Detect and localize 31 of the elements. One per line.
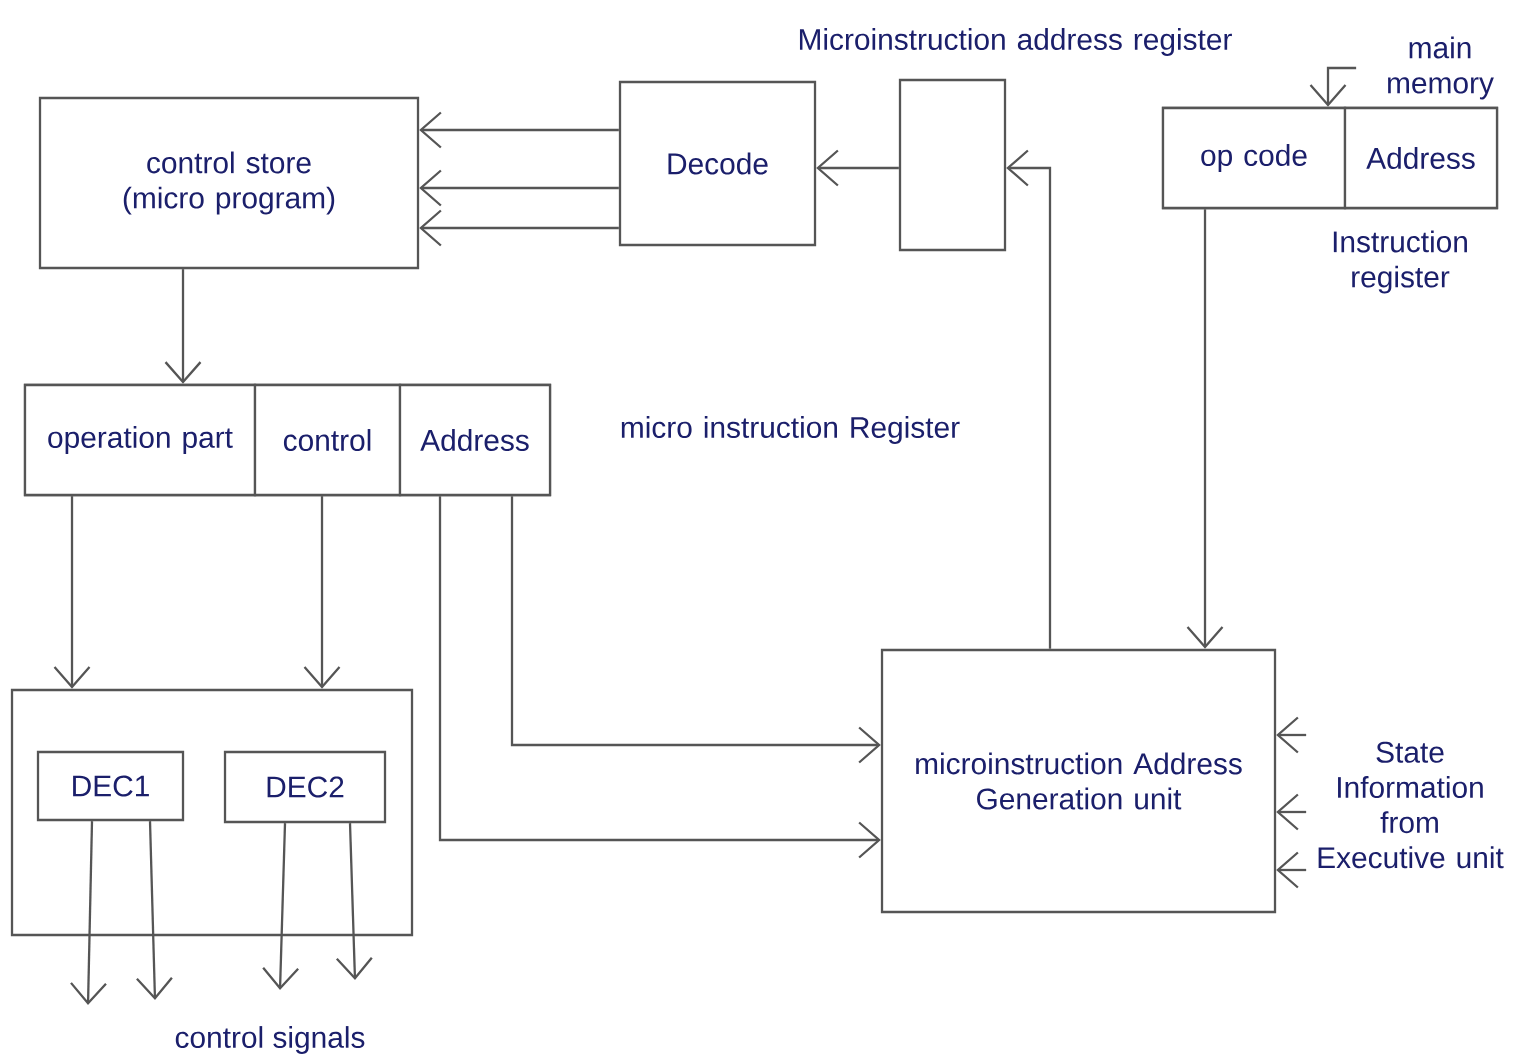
arrow	[1006, 149, 1052, 649]
arrow	[438, 496, 881, 859]
arrow	[510, 496, 881, 764]
source-label: main memory	[1388, 36, 1494, 100]
arrow	[136, 821, 173, 1000]
control-store-box: control store (micro program)	[38, 96, 420, 270]
signal-label: control signals	[175, 1026, 365, 1054]
arrow	[262, 823, 299, 990]
arrow	[816, 149, 899, 187]
arrow	[336, 823, 373, 980]
register-field: op code	[1161, 106, 1347, 210]
arrow	[419, 169, 619, 207]
arrow	[70, 821, 107, 1005]
node-label: Microinstruction address register	[799, 28, 1232, 56]
source-label: State Information from Executive unit	[1318, 741, 1504, 869]
register-field: operation part	[23, 383, 257, 497]
node-label: Instruction register	[1333, 230, 1467, 294]
arrow	[419, 111, 619, 149]
decoder-box: DEC1	[36, 750, 185, 822]
arrow	[164, 269, 202, 384]
decoder-box: DEC2	[223, 750, 387, 824]
decoder-box: Decode	[618, 80, 817, 247]
register-field: Address	[398, 383, 552, 497]
arrow	[53, 496, 91, 689]
register-field: Address	[1343, 106, 1499, 210]
generator-box: microinstruction Address Generation unit	[880, 648, 1277, 914]
arrow	[419, 209, 619, 247]
arrow	[1186, 209, 1224, 649]
arrow	[303, 496, 341, 689]
node-label: micro instruction Register	[621, 416, 960, 444]
register-field: control	[253, 383, 402, 497]
